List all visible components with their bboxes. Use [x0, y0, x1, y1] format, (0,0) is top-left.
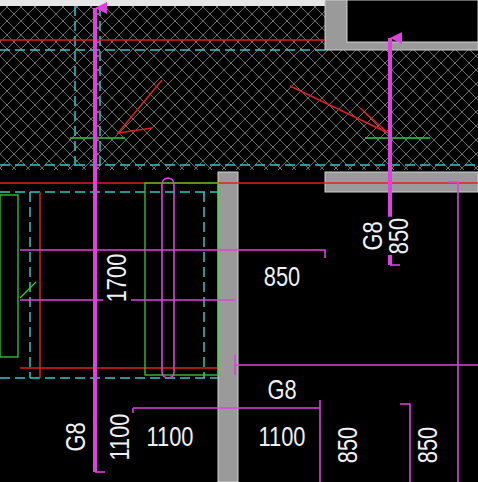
- dimension-label: 1100: [106, 413, 134, 462]
- dimension-label: 850: [385, 217, 413, 255]
- dimension-label: 1100: [258, 423, 307, 451]
- dimension-label: 850: [414, 426, 442, 464]
- rebar-label: G8: [267, 376, 298, 404]
- dimension-label: 1100: [146, 423, 195, 451]
- dimension-label: 850: [263, 263, 301, 291]
- dimension-label: 850: [334, 426, 362, 464]
- dimension-label: 1700: [103, 253, 131, 303]
- rebar-label: G8: [62, 422, 90, 453]
- rebar-label: G8: [359, 221, 387, 252]
